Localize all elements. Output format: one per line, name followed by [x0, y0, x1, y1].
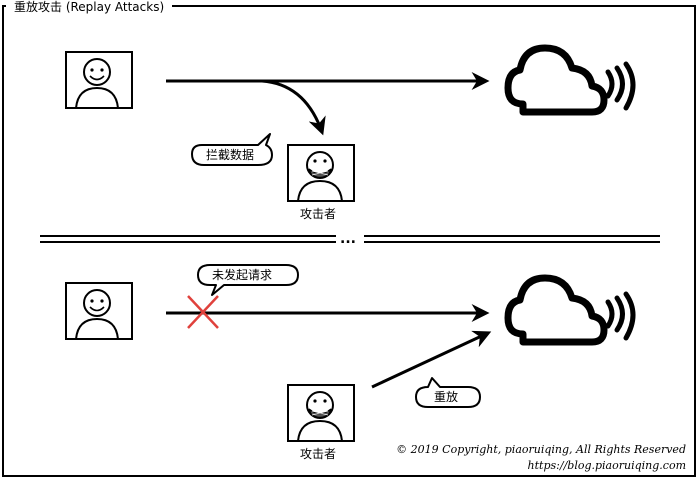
attacker-label-bottom: 攻击者 — [300, 447, 336, 461]
replay-arrow — [371, 330, 492, 389]
cloud-signal-icon — [504, 274, 636, 346]
copyright-text: © 2019 Copyright, piaoruiqing, All Right… — [396, 443, 686, 456]
bubble-intercept: 拦截数据 — [191, 133, 273, 166]
blog-url[interactable]: https://blog.piaoruiqing.com — [528, 459, 686, 472]
outer-frame — [2, 5, 696, 477]
smiley-face-icon — [75, 289, 119, 340]
user-box-top — [65, 51, 133, 109]
separator-ellipsis: ... — [340, 231, 356, 247]
masked-face-icon — [297, 151, 343, 202]
attacker-label-top: 攻击者 — [300, 207, 336, 221]
attacker-box-bottom — [287, 384, 355, 442]
bubble-intercept-text: 拦截数据 — [206, 147, 254, 162]
diagram-title: 重放攻击 (Replay Attacks) — [14, 0, 164, 14]
user-box-bottom — [65, 282, 133, 340]
smiley-face-icon — [75, 58, 119, 109]
masked-face-icon — [297, 391, 343, 442]
bubble-replay: 重放 — [415, 377, 481, 408]
attacker-box-top — [287, 144, 355, 202]
intercept-arrow — [261, 79, 326, 136]
blocked-cross-icon — [187, 295, 219, 329]
bubble-not-sent-text: 未发起请求 — [212, 267, 272, 282]
bubble-not-sent: 未发起请求 — [197, 264, 299, 296]
cloud-signal-icon — [504, 44, 636, 116]
bubble-replay-text: 重放 — [434, 389, 458, 404]
